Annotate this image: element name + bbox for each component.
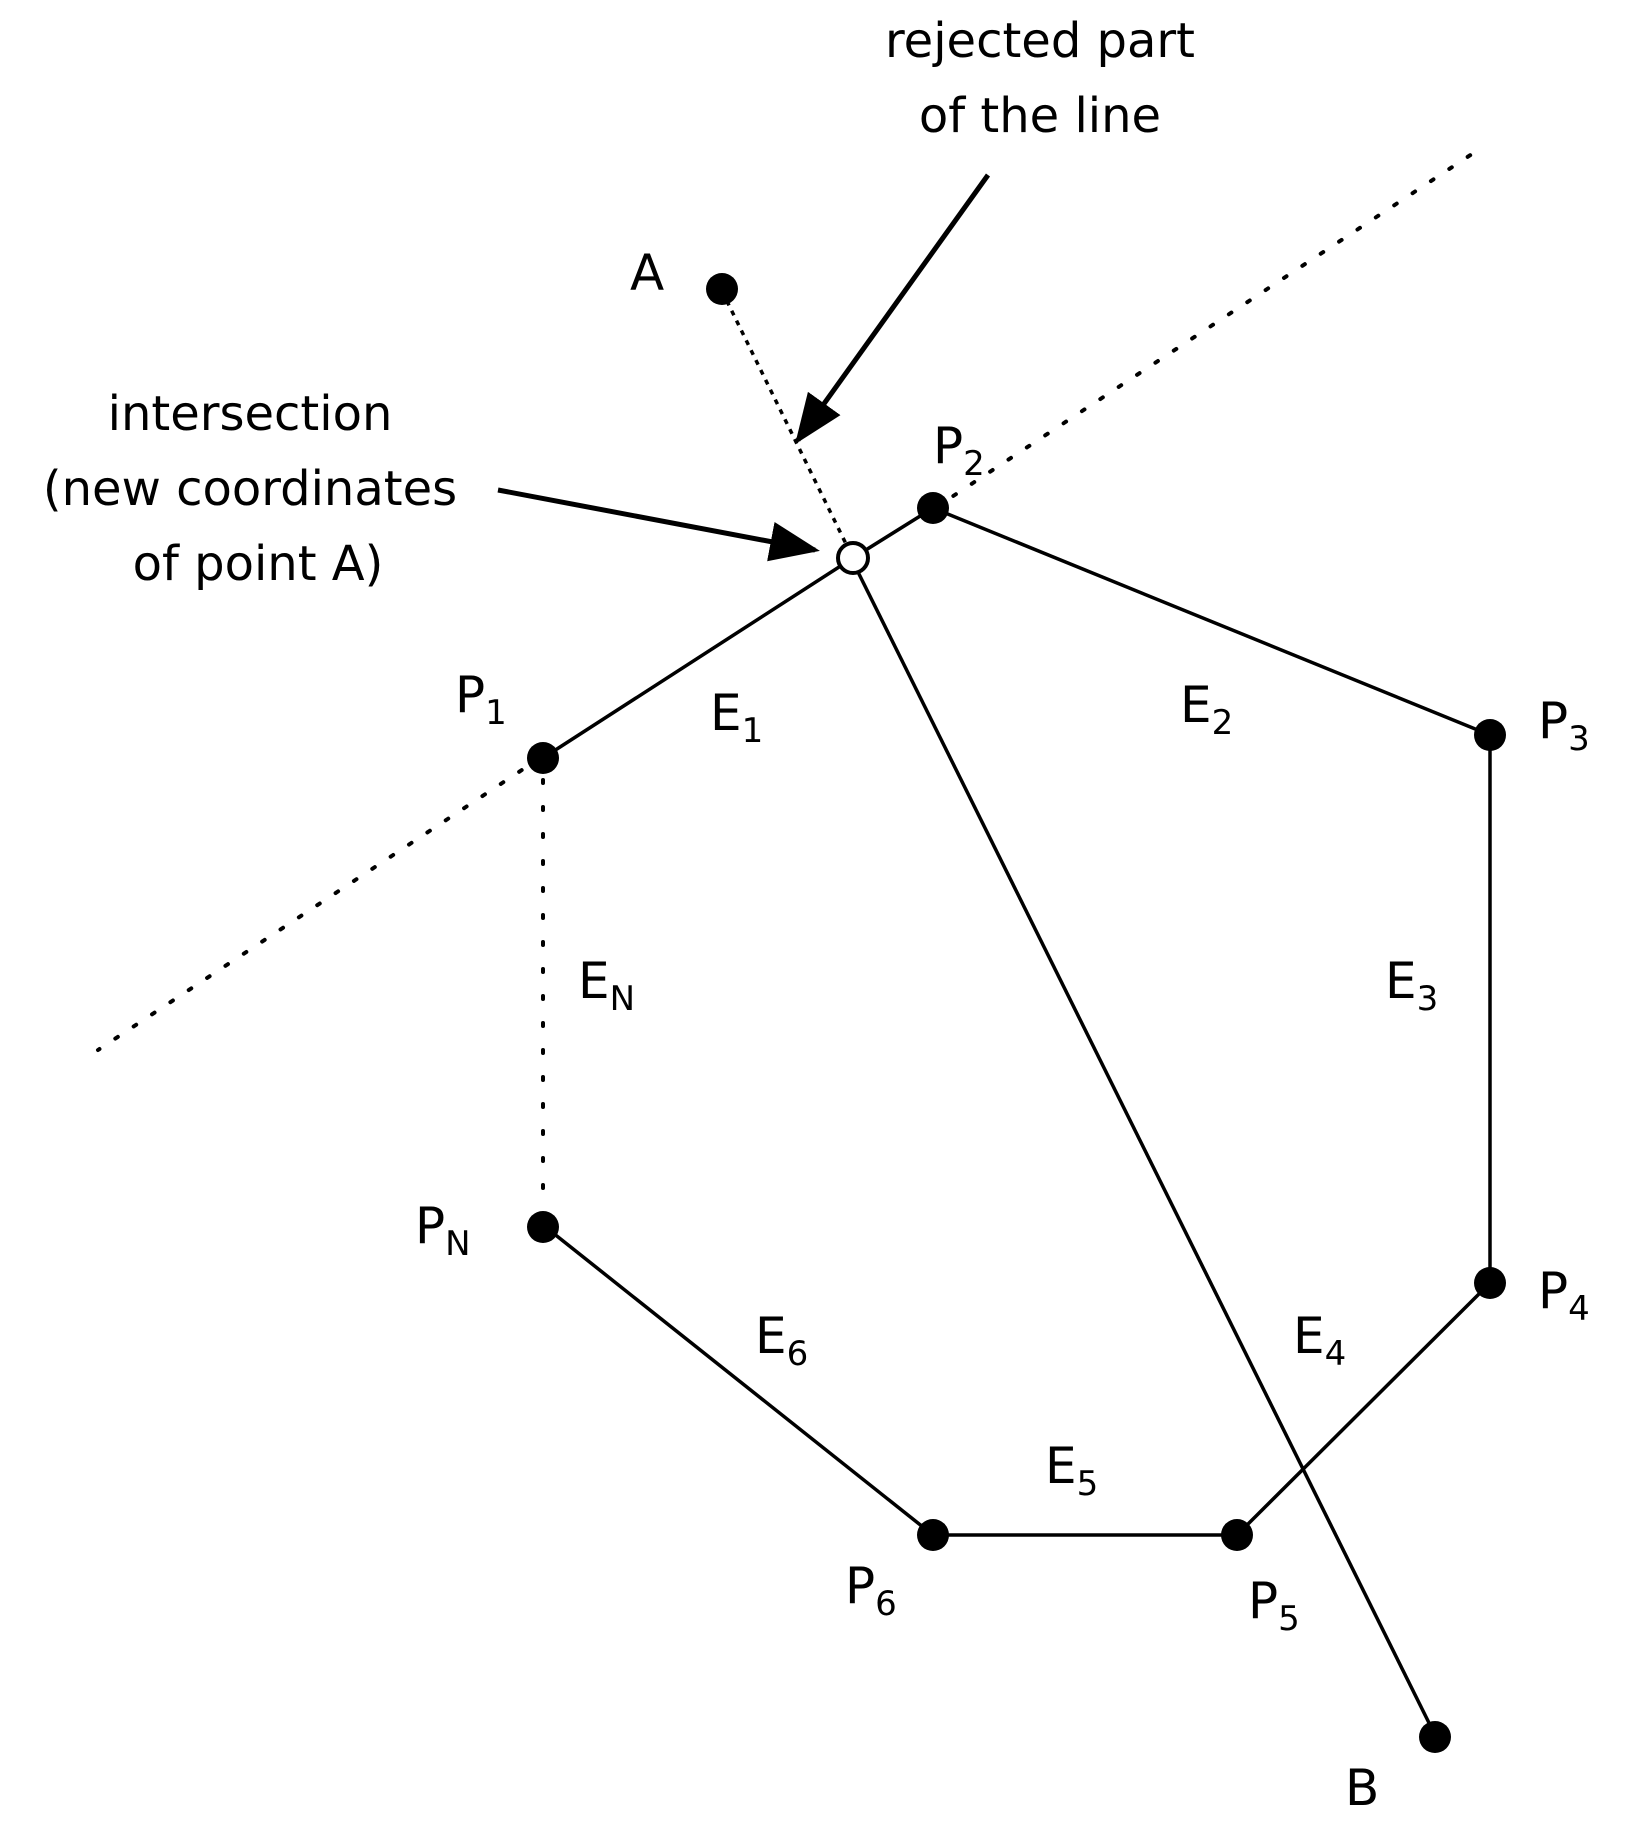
label-p5: P5	[1248, 1572, 1300, 1639]
label-e1: E1	[710, 684, 763, 751]
label-en: EN	[578, 952, 635, 1019]
edge-e2	[932, 506, 1491, 737]
label-e5: E5	[1045, 1437, 1098, 1504]
label-e6: E6	[755, 1307, 808, 1374]
label-e3: E3	[1385, 952, 1438, 1019]
point-p6-dot	[917, 1519, 949, 1551]
point-p3-dot	[1474, 719, 1506, 751]
label-a: A	[630, 244, 664, 302]
intersection-arrow	[497, 487, 820, 562]
label-p6: P6	[845, 1557, 897, 1624]
label-p2: P2	[933, 417, 985, 484]
edge-e6	[541, 1223, 935, 1537]
point-b-dot	[1419, 1721, 1451, 1753]
label-pn: PN	[415, 1197, 471, 1264]
rejected-annotation-line2: of the line	[919, 88, 1161, 144]
rejected-annotation-line1: rejected part	[885, 13, 1195, 69]
intersection-annotation-line1: intersection	[108, 386, 393, 442]
label-e4: E4	[1293, 1307, 1346, 1374]
label-p3: P3	[1538, 692, 1590, 759]
point-p5-dot	[1221, 1519, 1253, 1551]
point-p1-dot	[527, 742, 559, 774]
rejected-segment-dotted	[720, 290, 850, 549]
line-intersection-to-b	[856, 571, 1437, 1736]
label-e2: E2	[1180, 676, 1233, 743]
label-b: B	[1345, 1759, 1379, 1817]
edge-e1-extension-dotted	[96, 756, 542, 1052]
rejected-arrow	[795, 173, 991, 445]
label-p1: P1	[455, 666, 507, 733]
label-p4: P4	[1538, 1262, 1590, 1329]
point-p2-dot	[917, 492, 949, 524]
intersection-annotation-line2: (new coordinates	[43, 461, 457, 517]
edge-e2-extension-dotted	[933, 150, 1477, 510]
intersection-annotation-line3: of point A)	[133, 536, 384, 592]
point-a-dot	[706, 273, 738, 305]
point-pn-dot	[527, 1211, 559, 1243]
intersection-point	[836, 541, 870, 575]
point-p4-dot	[1474, 1267, 1506, 1299]
edge-e4	[1235, 1281, 1492, 1537]
